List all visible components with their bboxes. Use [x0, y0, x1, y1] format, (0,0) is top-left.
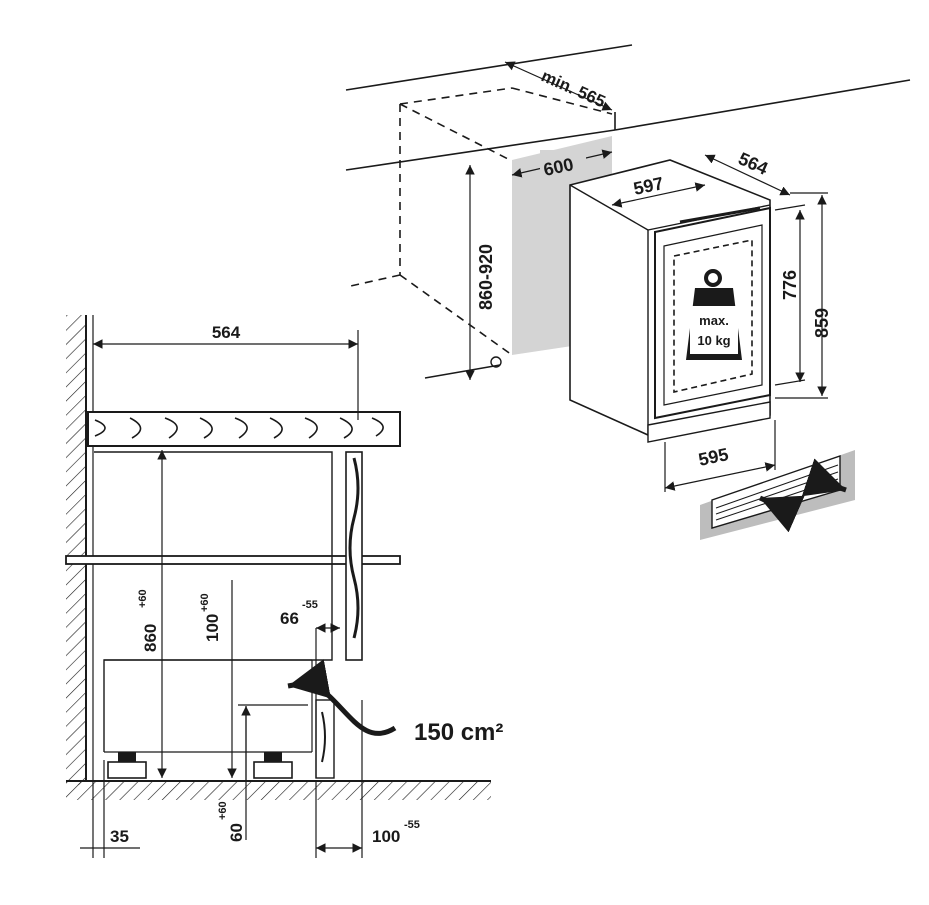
niche-height-label: 860-920: [476, 244, 496, 310]
overall-height-dimension: 859: [775, 192, 832, 399]
wall-offset-dimension: 35: [80, 760, 140, 858]
inner-height-dimension: 100 +60: [199, 580, 237, 778]
foot-height-dimension: 60 +60: [217, 706, 251, 842]
airflow-arrow: [287, 659, 397, 736]
gap-dimension: 66 -55: [280, 599, 340, 778]
niche-height-dimension: 860-920: [465, 165, 496, 380]
plinth-width-label: 595: [697, 444, 731, 470]
unit-height-tolerance: +60: [137, 589, 149, 608]
foot-left: [107, 752, 147, 779]
floor-section: [66, 780, 491, 800]
unit-body: [94, 451, 363, 779]
front-offset-dimension: 100 -55: [315, 700, 420, 858]
front-offset-label: 100: [372, 827, 400, 846]
foot-height-label: 60: [227, 823, 246, 842]
foot-height-tolerance: +60: [217, 801, 229, 820]
inner-height-label: 100: [203, 614, 222, 642]
unit-height-dimension: 860 +60: [137, 450, 167, 778]
weight-icon: max. 10 kg: [686, 269, 742, 360]
top-depth-label: 564: [212, 323, 241, 342]
door-panel: [345, 451, 363, 661]
gap-label: 66: [280, 609, 299, 628]
overall-height-label: 859: [812, 308, 832, 338]
top-depth-dimension: 564: [93, 323, 359, 420]
vent-area-label: 150 cm²: [414, 719, 503, 746]
wall-offset-label: 35: [110, 827, 129, 846]
load-label-line2: 10 kg: [697, 333, 730, 348]
inner-height-tolerance: +60: [199, 593, 211, 612]
front-offset-tolerance: -55: [404, 819, 420, 831]
shelf: [65, 555, 401, 565]
appliance-body: [569, 159, 771, 443]
unit-height-label: 860: [141, 624, 160, 652]
worktop: [87, 411, 401, 447]
wall-section: [66, 315, 94, 858]
appliance-depth-label: 564: [735, 148, 771, 178]
foot-right: [253, 752, 293, 779]
door-height-label: 776: [780, 270, 800, 300]
load-label-line1: max.: [699, 313, 729, 328]
door-height-dimension: 776: [774, 204, 806, 386]
niche-depth-dimension: min. 565: [504, 61, 613, 111]
gap-tolerance: -55: [302, 599, 318, 611]
appliance-width-dimension: 597: [611, 173, 706, 208]
ventilation-grille: [700, 450, 855, 540]
